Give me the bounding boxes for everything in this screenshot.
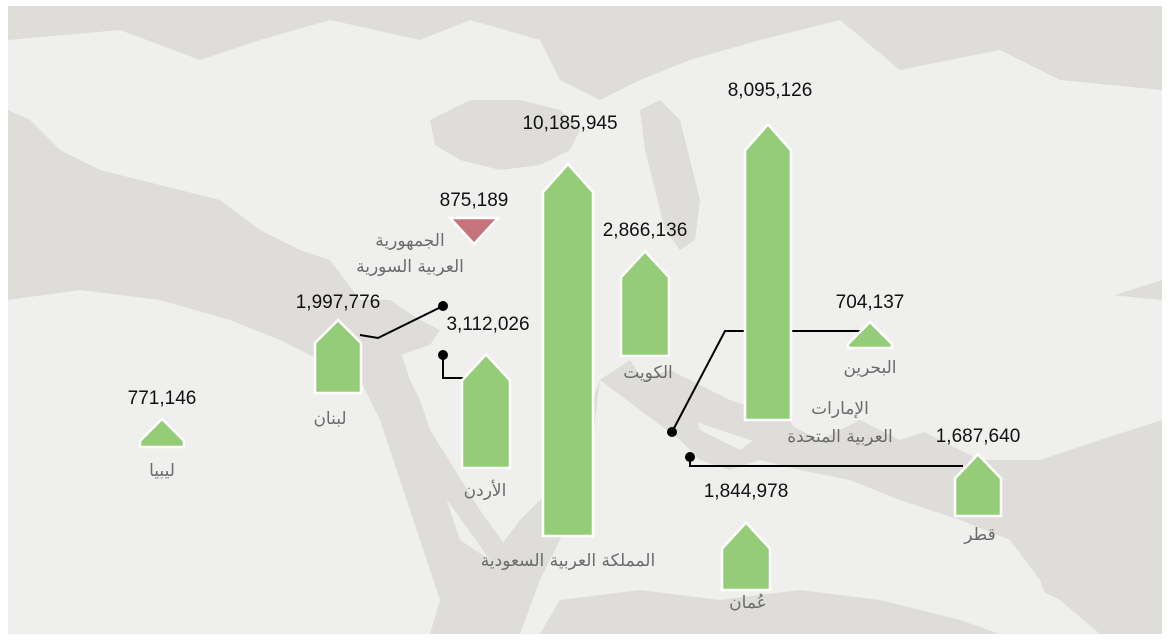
arrow-qatar [953,452,1003,518]
country-label-syria: العربية السورية [356,257,464,277]
arrow-marks [138,122,1003,592]
value-label-kuwait: 2,866,136 [603,220,688,241]
value-label-uae: 8,095,126 [728,80,813,101]
connector-dot-jordan [438,350,448,360]
value-label-bahrain: 704,137 [836,292,905,313]
country-label-oman: عُمان [729,593,767,613]
arrow-jordan [460,352,512,470]
value-label-jordan: 3,112,026 [446,314,529,335]
arrow-libya [138,417,186,449]
connector-dot-lebanon [438,301,448,311]
country-label-syria: الجمهورية [375,231,444,251]
connector-lebanon [359,305,444,340]
arrow-oman [720,520,772,592]
connector-dot-uae [667,427,677,437]
arrow-bahrain [846,320,894,350]
country-label-jordan: الأردن [464,480,507,501]
arrow-saudi [541,162,595,538]
value-label-libya: 771,146 [128,388,197,409]
country-label-uae: الإمارات [811,399,869,419]
country-label-saudi: المملكة العربية السعودية [481,551,655,571]
arrow-kuwait [619,249,671,358]
value-label-lebanon: 1,997,776 [296,292,381,313]
country-label-uae: العربية المتحدة [787,427,893,447]
connector-dot-qatar [685,452,695,462]
connector-uae [671,330,745,433]
connector-jordan [442,355,467,379]
country-label-libya: ليبيا [149,461,175,481]
value-label-saudi: 10,185,945 [522,113,617,134]
value-label-qatar: 1,687,640 [936,426,1021,447]
arrow-uae [743,122,793,422]
country-label-bahrain: البحرين [843,358,896,378]
country-label-kuwait: الكويت [623,363,673,383]
water-bodies [8,100,1000,634]
leader-lines [359,301,963,467]
text-labels: 771,146 ليبيا 1,997,776 لبنان 875,189 الجمهور… [128,80,1021,613]
arrow-syria [447,216,501,246]
country-label-qatar: قطر [963,525,995,545]
value-label-syria: 875,189 [440,190,509,211]
arrow-lebanon [313,318,363,395]
country-label-lebanon: لبنان [313,409,346,429]
value-label-oman: 1,844,978 [704,481,789,502]
